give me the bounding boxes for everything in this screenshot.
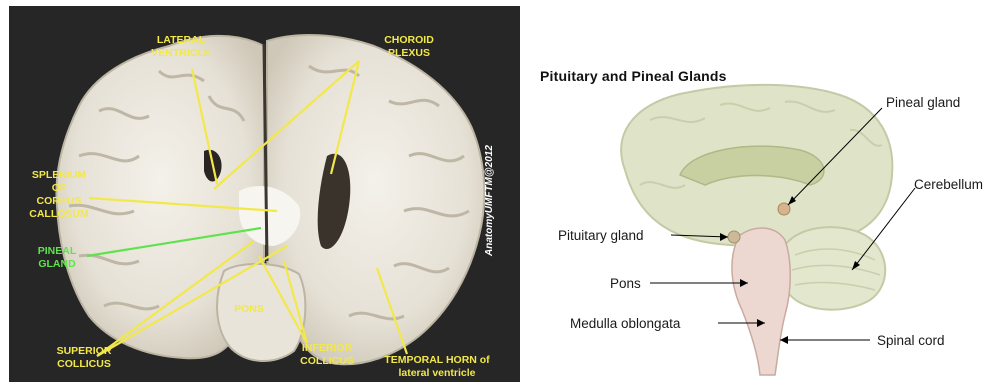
label-temporal-horn-1: TEMPORAL HORN of bbox=[384, 354, 490, 366]
label-pineal-gland: Pineal gland bbox=[886, 95, 960, 110]
brain-section-photo: LATERAL VENTRICLE CHOROID PLEXUS SPLENIU… bbox=[9, 6, 520, 382]
label-splenium-1: SPLENIUM bbox=[32, 169, 87, 181]
label-medulla-oblongata: Medulla oblongata bbox=[570, 316, 681, 331]
diagram-illustration: Pituitary and Pineal Glands bbox=[530, 0, 1000, 387]
label-superior-colliculus-1: SUPERIOR bbox=[57, 345, 112, 357]
label-splenium-4: CALLOSUM bbox=[29, 208, 89, 220]
label-pons: Pons bbox=[610, 276, 641, 291]
pituitary-pineal-diagram: Pituitary and Pineal Glands bbox=[530, 0, 1000, 387]
label-splenium-2: OF bbox=[52, 182, 67, 194]
label-inferior-colliculus-2: COLLICUS bbox=[300, 355, 354, 367]
label-temporal-horn-2: lateral ventricle bbox=[398, 367, 475, 379]
watermark-text: AnatomyUMFTM@2012 bbox=[484, 145, 495, 257]
label-pons: PONS bbox=[234, 303, 264, 315]
label-pituitary-gland: Pituitary gland bbox=[558, 228, 644, 243]
label-pineal-1: PINEAL bbox=[38, 245, 77, 257]
brain-section-illustration: LATERAL VENTRICLE CHOROID PLEXUS SPLENIU… bbox=[9, 6, 520, 382]
label-choroid-plexus-2: PLEXUS bbox=[388, 47, 430, 59]
diagram-title: Pituitary and Pineal Glands bbox=[540, 68, 727, 84]
label-spinal-cord: Spinal cord bbox=[877, 333, 945, 348]
label-choroid-plexus-1: CHOROID bbox=[384, 34, 434, 46]
label-cerebellum: Cerebellum bbox=[914, 177, 983, 192]
label-pineal-2: GLAND bbox=[38, 258, 76, 270]
label-splenium-3: CORPUS bbox=[37, 195, 82, 207]
pituitary-gland-shape bbox=[728, 231, 740, 243]
label-inferior-colliculus-1: INFERIOR bbox=[302, 342, 353, 354]
label-lateral-ventricle-2: VENTRICLE bbox=[151, 47, 211, 59]
label-superior-colliculus-2: COLLICUS bbox=[57, 358, 111, 370]
brainstem-shape-diagram bbox=[732, 228, 790, 375]
label-lateral-ventricle-1: LATERAL bbox=[157, 34, 206, 46]
